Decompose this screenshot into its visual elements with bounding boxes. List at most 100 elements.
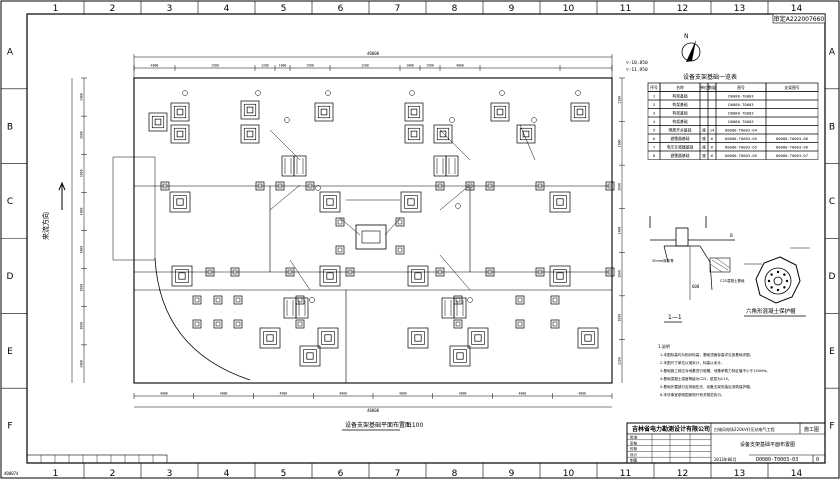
grid-col-bottom-4: 4 bbox=[224, 469, 230, 479]
section-label-b: B bbox=[730, 233, 733, 238]
support-pad bbox=[550, 319, 560, 329]
schedule-header: 单位 bbox=[700, 85, 708, 90]
schedule-cell: D0080-T0003-06 bbox=[776, 145, 809, 150]
grid-col-bottom-2: 2 bbox=[110, 469, 116, 479]
breaker-pad bbox=[453, 297, 467, 319]
schedule-header: 名称 bbox=[676, 85, 684, 90]
grid-row-right-E: E bbox=[829, 347, 835, 357]
dim-left-seg: 2400 bbox=[80, 93, 84, 101]
grid-col-top-4: 4 bbox=[224, 4, 230, 14]
breaker-pad bbox=[441, 297, 455, 319]
foundation-pad bbox=[319, 265, 341, 287]
foundation-pad bbox=[407, 327, 429, 349]
section-detail: B 30mm厚沥青 C25混凝土基础 600 1—1 bbox=[649, 216, 745, 323]
date: 2013年06月 bbox=[714, 456, 736, 462]
callout-bubble bbox=[255, 90, 261, 96]
grid-col-top-1: 1 bbox=[53, 4, 59, 14]
dim-top-seg: 1500 bbox=[306, 64, 314, 68]
foundation-pad bbox=[407, 265, 429, 287]
grid-col-top-6: 6 bbox=[338, 4, 344, 14]
flow-label: 来流方向 bbox=[41, 212, 50, 240]
grid-col-top-12: 12 bbox=[677, 4, 688, 14]
foundation-pad bbox=[240, 124, 260, 144]
north-label: N bbox=[684, 33, 689, 40]
schedule-cell: 2 bbox=[653, 102, 655, 107]
grid-row-left-D: D bbox=[7, 272, 14, 282]
elevation-1: ▽-10.850 bbox=[626, 60, 648, 66]
callout-bubble bbox=[409, 90, 415, 96]
dim-left-seg: 2400 bbox=[80, 360, 84, 368]
dim-top-seg: 1000 bbox=[279, 64, 287, 68]
grid-row-left-C: C bbox=[7, 197, 13, 207]
dim-right-seg: 1600 bbox=[618, 139, 622, 147]
grid-col-bottom-14: 14 bbox=[791, 469, 803, 479]
foundation-pad bbox=[433, 124, 453, 144]
title-role: 设计 bbox=[630, 452, 638, 457]
schedule-cell: 6 bbox=[711, 153, 714, 158]
schedule-cell: 14 bbox=[710, 128, 715, 133]
callout-bubble bbox=[315, 185, 321, 191]
breaker-pad bbox=[293, 155, 307, 177]
road-curve bbox=[154, 257, 251, 381]
dim-left-seg: 1600 bbox=[80, 322, 84, 330]
callout-bubble bbox=[455, 203, 461, 209]
section-value: 600 bbox=[692, 284, 700, 289]
schedule-cell: 5 bbox=[653, 128, 655, 133]
foundation-pad bbox=[516, 124, 536, 144]
foundation-pad bbox=[171, 265, 193, 287]
support-pad bbox=[395, 217, 405, 227]
schedule-cell: D0080-T0003-05 bbox=[725, 136, 757, 141]
callout-bubble bbox=[449, 117, 455, 123]
dim-left-seg: 1600 bbox=[80, 169, 84, 177]
hex-cap-detail: 六角形混凝土保护帽 bbox=[744, 247, 810, 317]
callout-bubble bbox=[182, 90, 188, 96]
grid-col-top-9: 9 bbox=[509, 4, 515, 14]
schedule-cell: D0080-T0003-07 bbox=[776, 153, 808, 158]
grid-row-left-B: B bbox=[7, 122, 13, 132]
drawing-number: D0080-T0003-03 bbox=[756, 457, 798, 463]
breaker-pad bbox=[295, 297, 309, 319]
grid-col-bottom-7: 7 bbox=[395, 469, 401, 479]
schedule-cell: 8 bbox=[653, 153, 656, 158]
schedule-cell: D0080-T0003 bbox=[728, 102, 753, 107]
title-role: 审核 bbox=[630, 440, 638, 445]
company-name: 吉林省电力勘测设计有限公司 bbox=[632, 425, 710, 433]
schedule-header: 图号 bbox=[737, 85, 745, 90]
support-pad bbox=[550, 295, 560, 305]
notes-title: 1.说明 bbox=[658, 343, 670, 349]
foundation-pad bbox=[404, 102, 424, 122]
foundation-pad bbox=[317, 327, 339, 349]
drawing-no-stamp: 审定A222007660 bbox=[774, 15, 825, 23]
foundation-pad bbox=[169, 191, 191, 213]
schedule-title: 设备支架基础一览表 bbox=[683, 73, 737, 81]
foundations-layer bbox=[148, 90, 615, 367]
left-note: 400074 bbox=[4, 471, 19, 476]
grid-col-bottom-9: 9 bbox=[509, 469, 515, 479]
support-pad bbox=[213, 295, 223, 305]
support-pad bbox=[515, 295, 525, 305]
dim-bottom-seg: 4000 bbox=[578, 392, 586, 396]
support-pad bbox=[233, 319, 243, 329]
project-name: 白城风电场220kV升压站电气工程 bbox=[714, 426, 775, 432]
title-role: 校核 bbox=[630, 446, 638, 451]
north-arrow: N bbox=[681, 33, 701, 62]
schedule-cell: 避雷器基础 bbox=[671, 136, 690, 141]
revision-table bbox=[26, 454, 168, 464]
note-line: 2.本图尺寸单位以毫米计，标高以米计。 bbox=[660, 360, 725, 365]
note-line: 6.未尽事宜参照国家现行有关规范执行。 bbox=[660, 392, 725, 397]
dim-bottom-seg: 4000 bbox=[339, 392, 347, 396]
dim-bottom-seg: 4000 bbox=[220, 392, 228, 396]
support-pad bbox=[233, 295, 243, 305]
schedule-cell: 构架基础 bbox=[672, 111, 687, 116]
foundation-pad bbox=[314, 102, 334, 122]
breaker-pad bbox=[281, 155, 295, 177]
grid-row-left-A: A bbox=[7, 47, 14, 57]
schedule-cell: 电压互感器基础 bbox=[667, 145, 694, 150]
callout-bubble bbox=[309, 297, 315, 303]
callout-bubble bbox=[325, 90, 331, 96]
